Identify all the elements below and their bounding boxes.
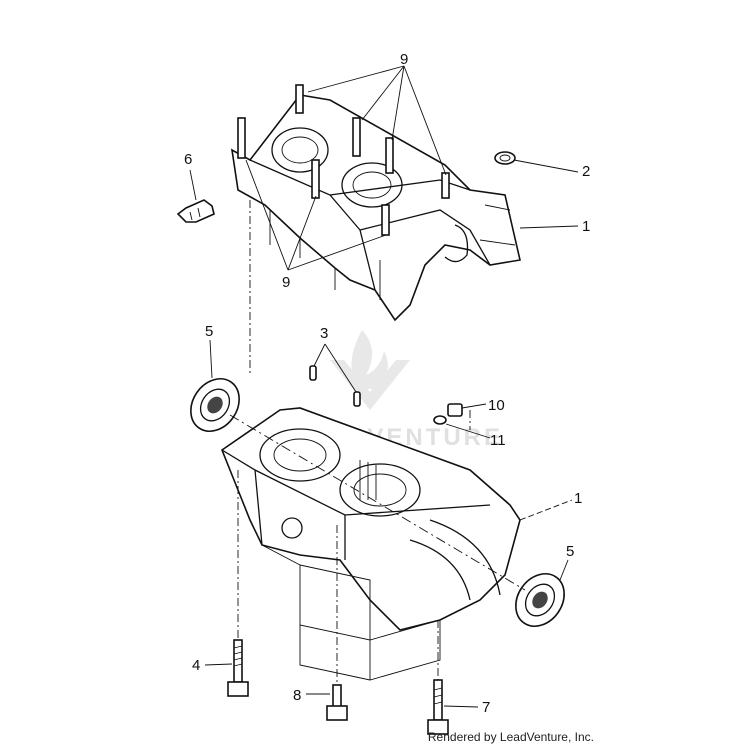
callout-7: 7 [482,699,490,716]
assembly-lines [237,200,471,685]
drain-plug-part-10 [447,403,463,417]
callout-6: 6 [184,151,192,168]
callout-9-top: 9 [400,51,408,68]
callout-5-left: 5 [205,323,213,340]
upper-crankcase [230,84,521,322]
washer-part-11 [433,415,447,425]
render-credit: Rendered by LeadVenture, Inc. [427,730,594,744]
crank-seal-left [190,378,240,432]
leader-lines [189,65,579,708]
bolt-part-4 [227,639,249,697]
callout-11: 11 [490,432,506,449]
callout-1-upper: 1 [582,218,590,235]
upper-studs [237,84,450,236]
callout-9-bottom: 9 [282,274,290,291]
lower-crankcase [221,407,521,681]
callout-4: 4 [192,657,200,674]
crank-seal-right [515,573,565,627]
bolt-part-7 [427,679,449,735]
callout-5-right: 5 [566,543,574,560]
plug-part-2 [494,151,516,165]
callout-labels: 9 9 6 2 1 5 3 10 11 1 5 4 8 7 [184,51,590,716]
dowel-pins [309,365,361,407]
callout-10: 10 [488,397,505,414]
callout-3: 3 [320,325,328,342]
callout-8: 8 [293,687,301,704]
callout-2: 2 [582,163,590,180]
fitting-part-6 [176,199,215,223]
callout-1-lower: 1 [574,490,582,507]
bolt-part-8 [326,684,348,721]
